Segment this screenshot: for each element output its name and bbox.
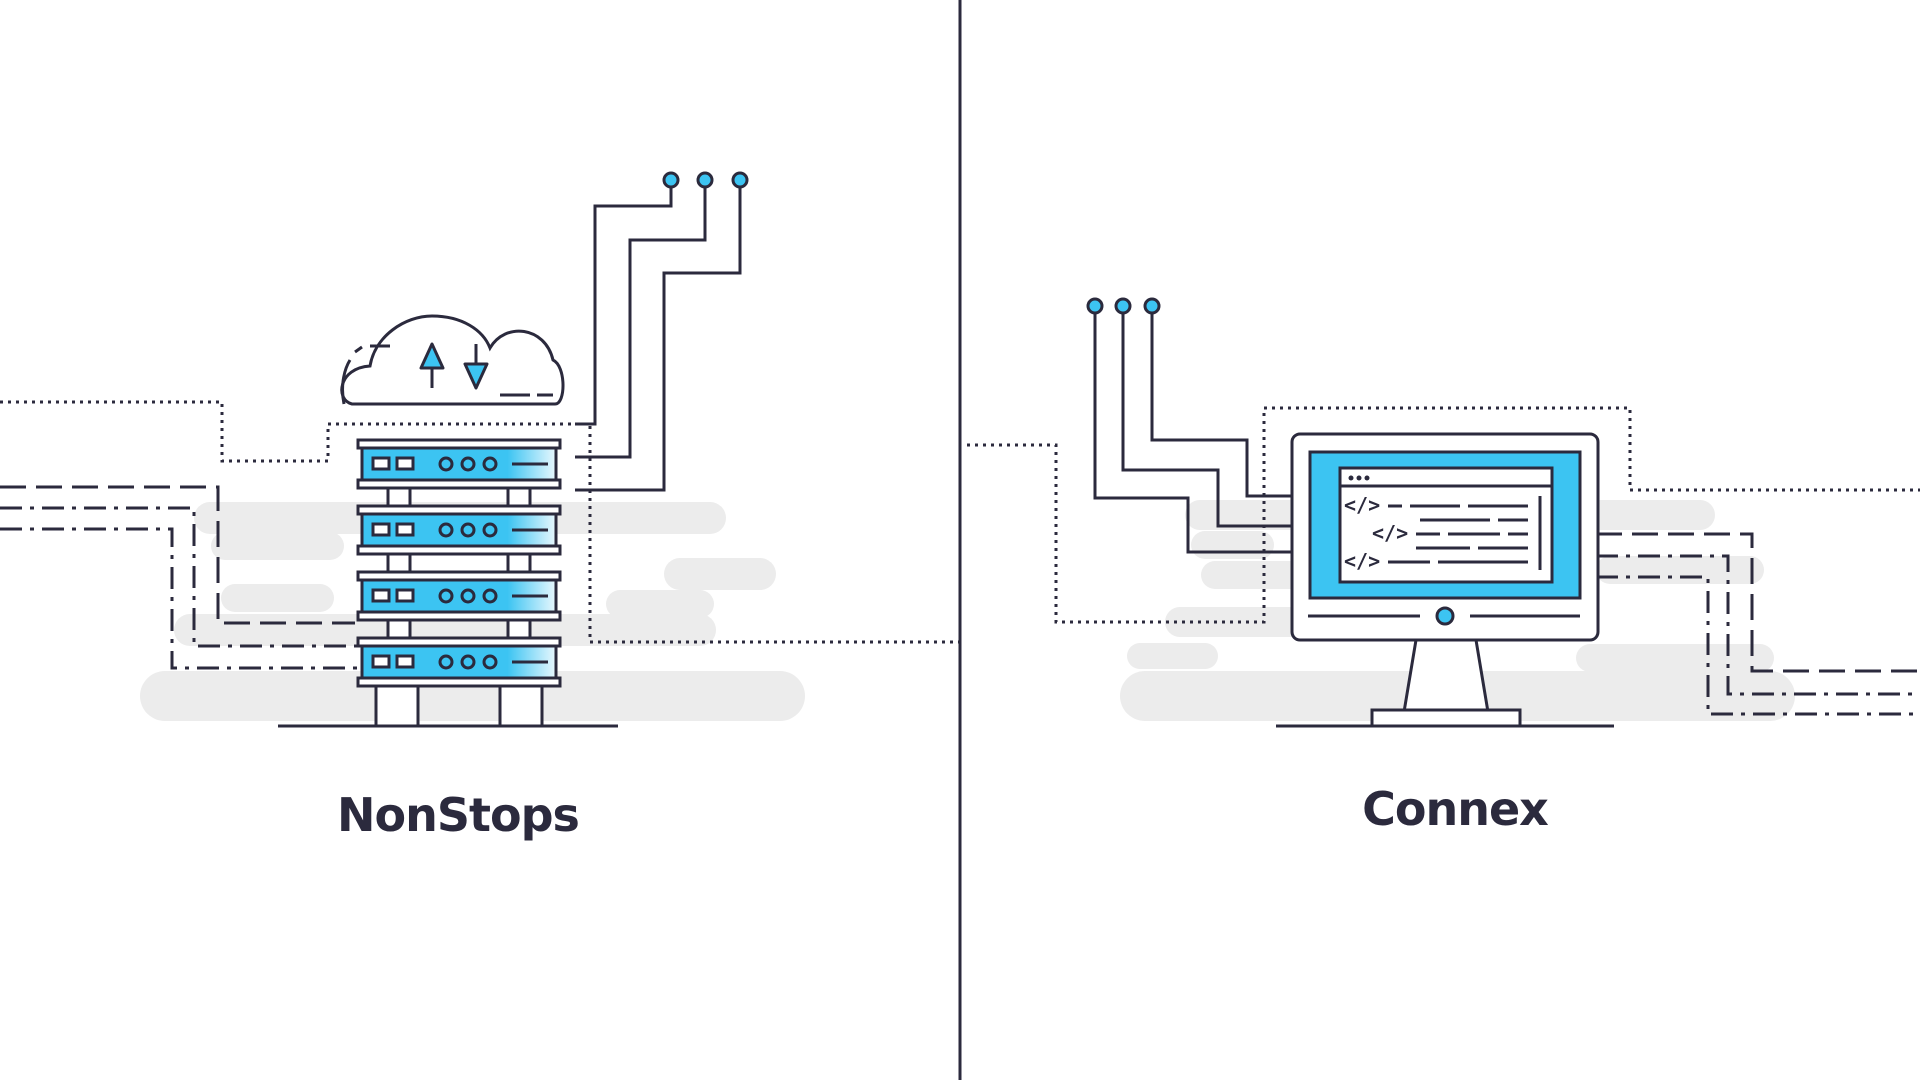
server-unit xyxy=(356,438,562,490)
left-dashed-line-3 xyxy=(0,527,360,670)
server-unit xyxy=(356,504,562,556)
cloud-icon xyxy=(340,314,565,406)
right-dotted-line xyxy=(967,406,1920,624)
label-connex: Connex xyxy=(1362,782,1549,836)
server-unit xyxy=(356,570,562,622)
left-circuit-nodes xyxy=(662,171,749,189)
right-circuit-nodes xyxy=(1086,297,1161,315)
download-arrow-icon xyxy=(463,344,489,390)
left-circuit-wires xyxy=(575,180,742,492)
server-rack-icon xyxy=(278,438,618,728)
code-glyph-3: </> xyxy=(1344,549,1380,573)
server-unit xyxy=(356,636,562,688)
code-lines xyxy=(1388,504,1528,564)
right-circuit-wires xyxy=(1093,306,1292,554)
right-dashed-line-3 xyxy=(1596,575,1920,716)
left-dashed-line-1 xyxy=(0,485,355,625)
left-dashed-line-2 xyxy=(0,506,360,648)
left-background-clouds xyxy=(140,502,805,721)
right-dashed-line-2 xyxy=(1596,554,1920,696)
code-glyph-1: </> xyxy=(1344,493,1380,517)
monitor-icon xyxy=(1276,432,1614,728)
code-icon: </> </> </> xyxy=(1344,493,1408,573)
label-nonstops: NonStops xyxy=(337,788,580,842)
code-glyph-2: </> xyxy=(1372,521,1408,545)
right-dashed-line-1 xyxy=(1596,532,1920,673)
upload-arrow-icon xyxy=(419,342,445,388)
